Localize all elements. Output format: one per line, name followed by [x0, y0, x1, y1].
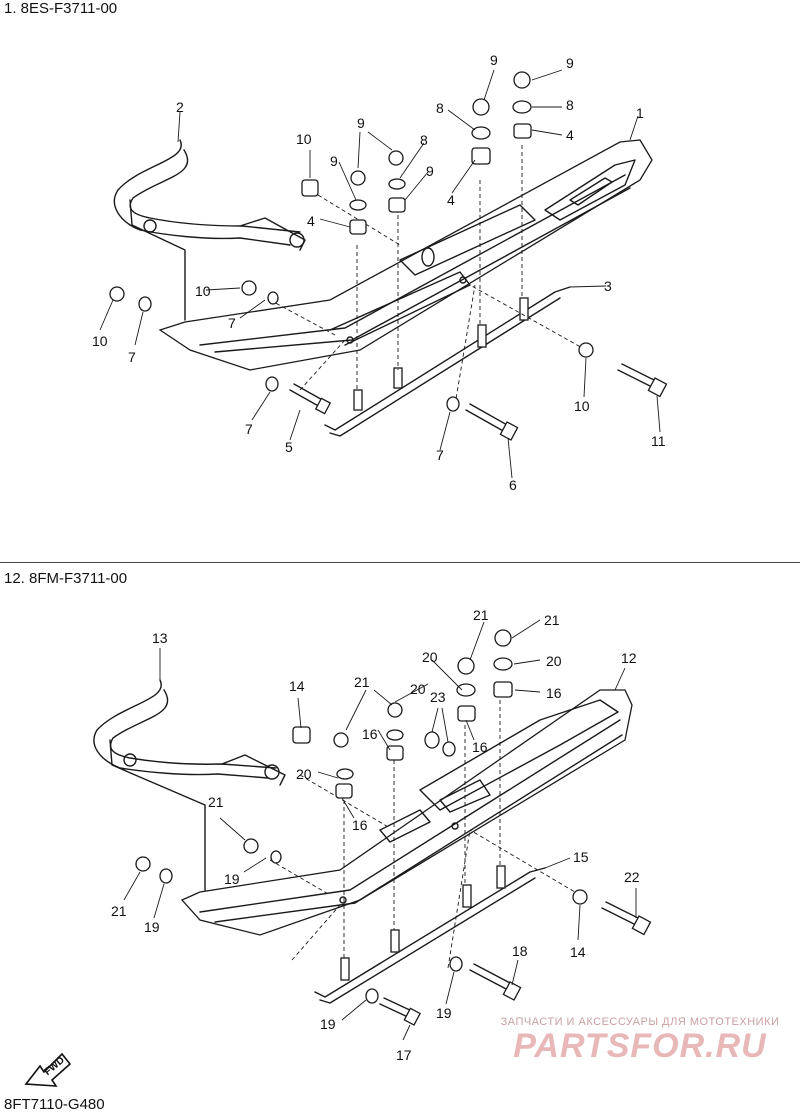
callout-14: 14	[289, 678, 305, 694]
callout-21: 21	[111, 903, 127, 919]
callout-leaders-bottom	[123, 619, 637, 1041]
watermark-subtitle: ЗАПЧАСТИ И АКСЕССУАРЫ ДЛЯ МОТОТЕХНИКИ	[500, 1016, 780, 1028]
callout-9: 9	[490, 52, 498, 68]
diagram-title-top: 1. 8ES-F3711-00	[4, 0, 118, 17]
callout-8: 9	[330, 153, 338, 169]
callout-7: 7	[228, 315, 236, 331]
ski-handle-top	[113, 139, 291, 246]
forward-arrow-icon: FWD	[22, 1040, 78, 1097]
callout-11: 11	[651, 433, 666, 449]
diagram-code: 8FT7110-G480	[4, 1096, 105, 1113]
callout-13: 13	[152, 630, 168, 646]
callout-7: 7	[128, 349, 136, 365]
callout-labels-bottom: 12 13 14 14 15 16 16 16 16 17 18 19 19 1…	[111, 607, 640, 1063]
ski-body-bottom	[180, 689, 633, 936]
callout-7: 7	[245, 421, 253, 437]
callout-16: 16	[546, 685, 562, 701]
callout-8: 9	[426, 163, 434, 179]
callout-4: 4	[447, 192, 455, 208]
callout-20: 20	[546, 653, 562, 669]
callout-19: 19	[320, 1016, 336, 1032]
callout-9: 10	[92, 333, 108, 349]
callout-23: 23	[430, 689, 446, 705]
callout-12: 12	[621, 650, 637, 666]
callout-21: 21	[208, 794, 224, 810]
callout-6: 6	[509, 477, 517, 493]
callout-20: 20	[296, 766, 312, 782]
callout-9: 10	[195, 283, 211, 299]
callout-17: 17	[396, 1047, 412, 1063]
callout-21: 21	[544, 612, 560, 628]
callout-19: 19	[144, 919, 160, 935]
callout-8: 8	[566, 97, 574, 113]
callout-4: 4	[307, 213, 315, 229]
callout-16: 16	[362, 726, 378, 742]
callout-19: 19	[224, 871, 240, 887]
callout-9: 9	[566, 55, 574, 71]
callout-3: 3	[604, 278, 612, 294]
callout-10: 10	[296, 131, 312, 147]
callout-10: 10	[574, 398, 590, 414]
ski-assembly-top	[109, 71, 668, 441]
callout-15: 15	[573, 849, 589, 865]
diagram-title-bottom: 12. 8FM-F3711-00	[4, 570, 128, 587]
callout-1: 1	[636, 105, 644, 121]
callout-7: 7	[436, 447, 444, 463]
callout-22: 22	[624, 869, 640, 885]
callout-21: 21	[354, 674, 370, 690]
callout-leaders-top	[99, 69, 661, 479]
callout-20: 20	[410, 681, 426, 697]
watermark: ЗАПЧАСТИ И АКСЕССУАРЫ ДЛЯ МОТОТЕХНИКИ PA…	[490, 1016, 790, 1064]
watermark-brand: PARTSFOR.RU	[513, 1027, 767, 1065]
callout-4: 4	[566, 127, 574, 143]
callout-16: 16	[352, 817, 368, 833]
callout-18: 18	[512, 943, 528, 959]
ski-handle-bottom	[93, 679, 269, 779]
callout-5: 5	[285, 439, 293, 455]
callout-19: 19	[436, 1005, 452, 1021]
callout-9: 9	[357, 115, 365, 131]
callout-labels-top: 1 2 3 4 4 4 5 6 7 7 7 7 8 8 8 9 9 9 9 9 …	[92, 52, 666, 493]
callout-16: 16	[472, 739, 488, 755]
callout-8: 8	[436, 100, 444, 116]
callout-21: 21	[473, 607, 489, 623]
callout-14: 14	[570, 944, 586, 960]
ski-assembly-bottom	[93, 629, 652, 1026]
wear-bar-top	[324, 286, 571, 431]
callout-20: 20	[422, 649, 438, 665]
callout-8: 8	[420, 132, 428, 148]
section-divider	[0, 562, 800, 563]
callout-2: 2	[176, 99, 184, 115]
ski-body-top	[158, 139, 653, 371]
